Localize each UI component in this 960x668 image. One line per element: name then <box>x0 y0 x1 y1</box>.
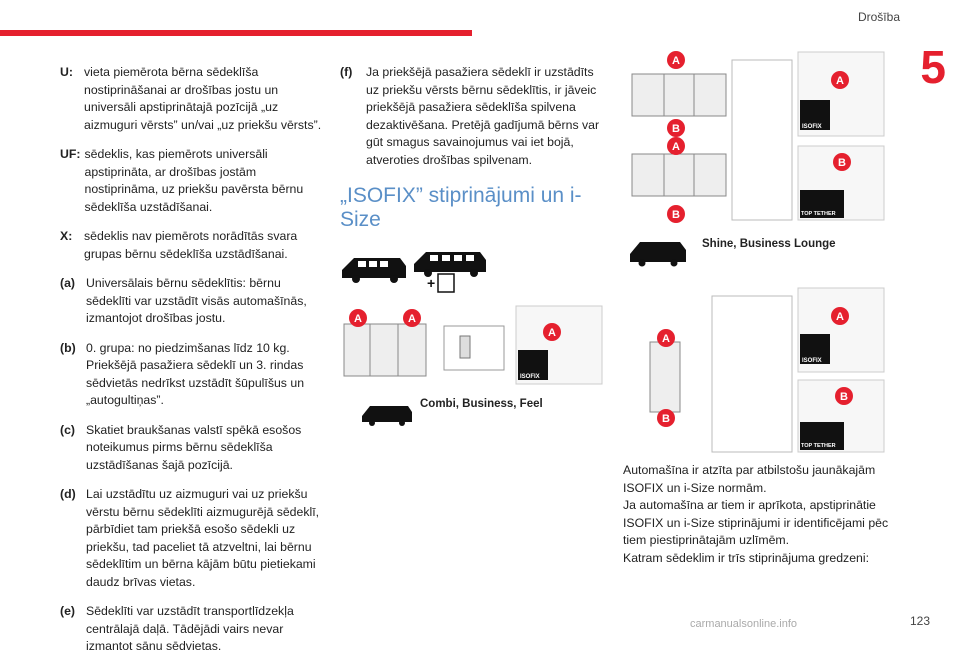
svg-text:B: B <box>838 157 846 169</box>
right-text: Automašīna ir atzīta par atbilstošu jaun… <box>623 462 898 567</box>
top-tether-label-icon <box>800 422 844 450</box>
definition-x: X:sēdeklis nav piemērots norādītās svara… <box>60 229 298 261</box>
isofix-label-icon <box>800 334 830 364</box>
definition-u: U:vieta piemērota bērna sēdeklīša nostip… <box>60 65 322 132</box>
anchor-b-badge <box>835 387 853 405</box>
anchor-a-badge <box>831 307 849 325</box>
seat-top-view <box>731 59 793 221</box>
svg-text:ISOFIX: ISOFIX <box>802 358 822 364</box>
van-icons: + <box>342 252 486 293</box>
combi-seat-diagram: A A A ISOFIX <box>343 305 603 385</box>
svg-text:B: B <box>672 209 680 221</box>
note-b: (b)0. grupa: no piedzimšanas līdz 10 kg.… <box>60 340 305 408</box>
svg-text:A: A <box>836 311 844 323</box>
svg-text:ISOFIX: ISOFIX <box>802 124 822 130</box>
rear-bench-row-3 <box>631 153 727 197</box>
svg-text:A: A <box>548 327 556 339</box>
child-seat-icon <box>437 273 455 293</box>
anchor-b-badge <box>667 205 685 223</box>
paragraph: Automašīna ir atzīta par atbilstošu jaun… <box>623 463 876 495</box>
top-accent-bar <box>0 30 472 36</box>
note-c: (c)Skatiet braukšanas valstī spēkā esošo… <box>60 422 302 472</box>
lounge-seat-diagram: A B A ISOFIX B TOP TETHER <box>649 287 885 453</box>
note-e: (e)Sēdeklīti var uzstādīt transportlīdze… <box>60 604 294 653</box>
rear-bench-seat <box>343 323 427 377</box>
middle-column: (f)Ja priekšējā pasažiera sēdeklī ir uzs… <box>340 64 602 181</box>
svg-text:A: A <box>662 333 670 345</box>
isofix-label-icon <box>800 100 830 130</box>
anchor-a-badge <box>349 309 367 327</box>
note-f: (f)Ja priekšējā pasažiera sēdeklī ir uzs… <box>340 65 600 167</box>
svg-text:A: A <box>354 313 362 325</box>
svg-text:A: A <box>836 75 844 87</box>
svg-text:A: A <box>408 313 416 325</box>
isofix-heading: „ISOFIX” stiprinājumi un i-Size <box>340 184 582 231</box>
paragraph: Ja automašīna ar tiem ir aprīkota, apsti… <box>623 498 889 547</box>
watermark: carmanualsonline.info <box>690 618 798 630</box>
svg-text:A: A <box>672 141 680 153</box>
section-title: Drošība <box>857 10 900 24</box>
lounge-side-seat <box>649 341 681 413</box>
svg-text:ISOFIX: ISOFIX <box>520 374 540 380</box>
van-long-icon <box>630 242 686 267</box>
svg-text:B: B <box>840 391 848 403</box>
anchor-b-badge <box>657 409 675 427</box>
svg-text:B: B <box>662 413 670 425</box>
anchor-a-badge <box>657 329 675 347</box>
anchor-a-badge <box>403 309 421 327</box>
svg-text:A: A <box>672 55 680 67</box>
van-long-icon <box>414 252 486 277</box>
anchor-a-badge <box>543 323 561 341</box>
anchor-a-badge <box>831 71 849 89</box>
note-a: (a)Universālais bērnu sēdeklītis: bērnu … <box>60 276 307 325</box>
anchor-a-badge <box>667 51 685 69</box>
svg-text:TOP TETHER: TOP TETHER <box>801 443 836 449</box>
anchor-a-badge <box>667 137 685 155</box>
svg-text:TOP TETHER: TOP TETHER <box>801 211 836 217</box>
rear-bench-row-2 <box>631 73 727 117</box>
anchor-b-badge <box>667 119 685 137</box>
caption-shine: Shine, Business Lounge <box>702 238 836 250</box>
chapter-number: 5 <box>920 41 946 93</box>
left-column: U:vieta piemērota bērna sēdeklīša nostip… <box>60 64 322 668</box>
caption-combi: Combi, Business, Feel <box>420 398 543 410</box>
van-short-icon <box>342 258 406 283</box>
svg-text:B: B <box>672 123 680 135</box>
shine-seat-diagram: A B A B A ISOFIX B TOP TETHER <box>631 51 885 223</box>
note-d: (d)Lai uzstādītu uz aizmuguri vai uz pri… <box>60 487 320 589</box>
definition-uf: UF:sēdeklis, kas piemērots universāli ap… <box>60 147 304 214</box>
van-long-icon <box>362 406 412 426</box>
paragraph: Katram sēdeklim ir trīs stiprinājuma gre… <box>623 550 870 565</box>
isofix-label-icon <box>518 350 548 380</box>
anchor-b-badge <box>833 153 851 171</box>
seat-top-view <box>443 325 505 371</box>
page-number: 123 <box>909 614 930 628</box>
svg-text:+: + <box>427 275 435 291</box>
top-tether-label-icon <box>800 190 844 218</box>
lounge-top-view <box>711 295 793 453</box>
